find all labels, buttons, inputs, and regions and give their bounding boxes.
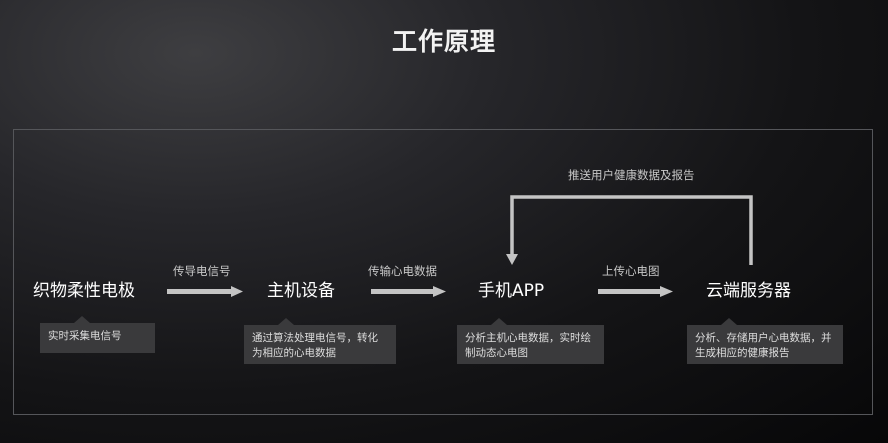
arrow-host-to-app: [371, 286, 446, 297]
note-host: 通过算法处理电信号，转化为相应的心电数据: [244, 318, 396, 364]
note-electrode-text: 实时采集电信号: [48, 330, 122, 342]
edge-label-transmit-ecg: 传输心电数据: [368, 264, 437, 278]
arrow-electrode-to-host: [167, 286, 243, 297]
note-app: 分析主机心电数据，实时绘制动态心电图: [457, 318, 604, 364]
page-title: 工作原理: [391, 27, 496, 56]
node-cloud-server: 云端服务器: [706, 281, 791, 301]
diagram-frame: [13, 129, 873, 415]
feedback-label: 推送用户健康数据及报告: [568, 168, 695, 182]
note-cloud-text: 分析、存储用户心电数据，并生成相应的健康报告: [695, 332, 832, 359]
note-cloud: 分析、存储用户心电数据，并生成相应的健康报告: [687, 318, 843, 364]
edge-label-upload-ecg: 上传心电图: [602, 264, 660, 278]
arrow-cloud-to-app-feedback: [510, 195, 753, 265]
note-electrode: 实时采集电信号: [40, 316, 155, 353]
note-app-text: 分析主机心电数据，实时绘制动态心电图: [465, 332, 591, 359]
arrow-app-to-cloud: [598, 286, 673, 297]
node-fabric-electrode: 织物柔性电极: [33, 281, 135, 301]
edge-label-conduct-signal: 传导电信号: [173, 264, 231, 278]
node-host-device: 主机设备: [267, 281, 335, 301]
feedback-arrow-head: [506, 254, 518, 265]
note-host-text: 通过算法处理电信号，转化为相应的心电数据: [252, 332, 378, 359]
node-mobile-app: 手机APP: [478, 281, 545, 301]
